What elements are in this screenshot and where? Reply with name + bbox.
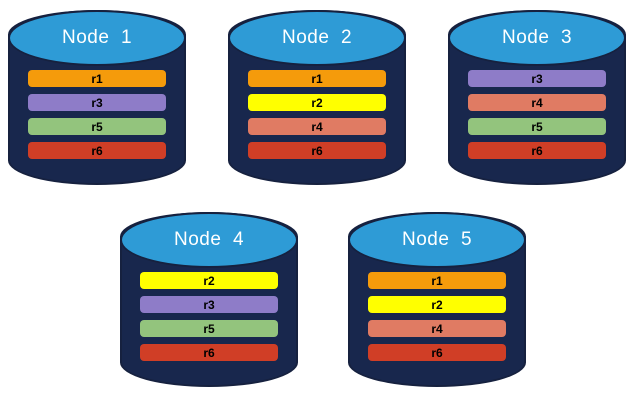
cylinder-top-ellipse [448,10,626,66]
replica-bar[interactable]: r5 [140,320,278,337]
replica-list: r1 r2 r4 r6 [368,272,506,361]
database-node-4[interactable]: Node 4 r2 r3 r5 r6 [120,212,298,387]
replica-bar[interactable]: r4 [468,94,606,111]
node-label: Node 4 [173,229,245,250]
replica-bar[interactable]: r2 [248,94,386,111]
replica-bar[interactable]: r4 [368,320,506,337]
replica-bar[interactable]: r6 [28,142,166,159]
replica-bar[interactable]: r6 [368,344,506,361]
node-label: Node 1 [61,27,133,48]
database-node-5[interactable]: Node 5 r1 r2 r4 r6 [348,212,526,387]
replica-bar[interactable]: r5 [468,118,606,135]
replica-bar[interactable]: r3 [140,296,278,313]
replica-bar[interactable]: r2 [368,296,506,313]
database-node-1[interactable]: Node 1 r1 r3 r5 r6 [8,10,186,185]
replica-bar[interactable]: r4 [248,118,386,135]
replica-bar[interactable]: r3 [28,94,166,111]
replica-list: r1 r2 r4 r6 [248,70,386,159]
node-label: Node 3 [501,27,573,48]
cylinder-top-ellipse [120,212,298,268]
replica-list: r3 r4 r5 r6 [468,70,606,159]
replica-bar[interactable]: r6 [140,344,278,361]
replica-bar[interactable]: r5 [28,118,166,135]
replica-bar[interactable]: r1 [368,272,506,289]
database-node-3[interactable]: Node 3 r3 r4 r5 r6 [448,10,626,185]
cylinder-top-ellipse [228,10,406,66]
replica-bar[interactable]: r6 [468,142,606,159]
replica-bar[interactable]: r3 [468,70,606,87]
replica-bar[interactable]: r1 [28,70,166,87]
replica-list: r1 r3 r5 r6 [28,70,166,159]
replica-bar[interactable]: r1 [248,70,386,87]
replica-list: r2 r3 r5 r6 [140,272,278,361]
replica-bar[interactable]: r6 [248,142,386,159]
replica-bar[interactable]: r2 [140,272,278,289]
node-label: Node 2 [281,27,353,48]
cylinder-top-ellipse [348,212,526,268]
cylinder-top-ellipse [8,10,186,66]
node-label: Node 5 [401,229,473,250]
database-node-2[interactable]: Node 2 r1 r2 r4 r6 [228,10,406,185]
